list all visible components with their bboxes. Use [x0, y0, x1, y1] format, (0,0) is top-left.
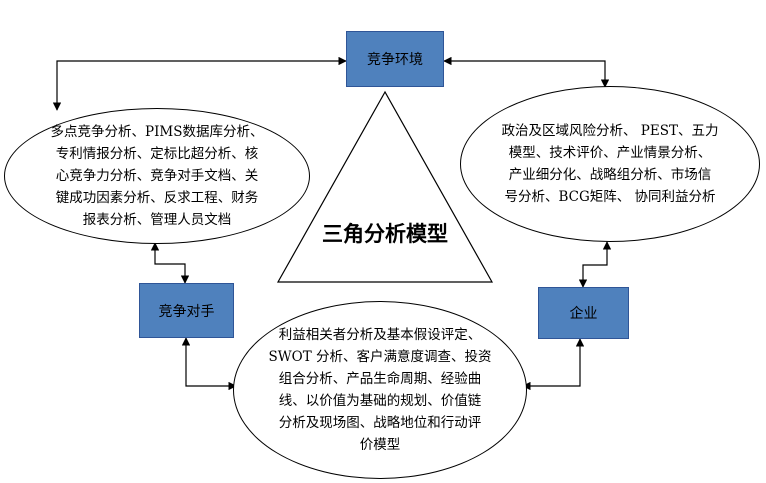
enterprise-label: 企业	[569, 306, 598, 322]
enterprise-box: 企业	[538, 287, 629, 339]
connector-competitor-bottom	[181, 337, 237, 391]
environment-methods-ellipse: 政治及区域风险分析、 PEST、五力 模型、技术评价、产业情景分析、 产业细分化…	[460, 86, 760, 242]
competitor-label: 竞争对手	[158, 303, 215, 320]
connector-environment-right	[443, 56, 610, 88]
competitor-box: 竞争对手	[139, 283, 234, 338]
connector-environment-left	[52, 56, 347, 111]
center-label: 三角分析模型	[322, 221, 448, 246]
center-triangle	[276, 90, 494, 283]
competitor-methods-ellipse: 多点竞争分析、PIMS数据库分析、 专利情报分析、定标比超分析、核 心竞争力分析…	[4, 108, 310, 244]
connector-enterprise-bottom	[522, 338, 585, 391]
environment-label: 竞争环境	[367, 52, 423, 68]
environment-methods-text: 政治及区域风险分析、 PEST、五力 模型、技术评价、产业情景分析、 产业细分化…	[501, 123, 719, 205]
connector-right-enterprise	[578, 241, 612, 288]
connector-left-competitor	[150, 242, 190, 284]
enterprise-methods-text: 利益相关者分析及基本假设评定、 SWOT 分析、客户满意度调查、投资 组合分析、…	[268, 327, 492, 453]
competitor-methods-text: 多点竞争分析、PIMS数据库分析、 专利情报分析、定标比超分析、核 心竞争力分析…	[50, 124, 264, 228]
environment-box: 竞争环境	[346, 31, 444, 87]
enterprise-methods-ellipse: 利益相关者分析及基本假设评定、 SWOT 分析、客户满意度调查、投资 组合分析、…	[233, 301, 527, 479]
